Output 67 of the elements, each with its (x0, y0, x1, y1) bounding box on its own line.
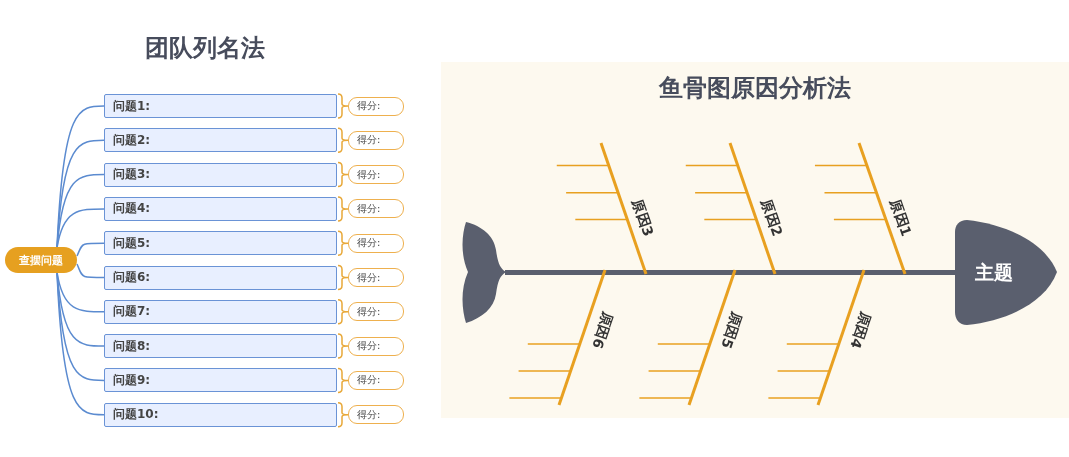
brace-connector (337, 161, 349, 188)
spine-line (505, 270, 956, 275)
score-pill (348, 268, 404, 287)
question-text: 问题2: (113, 131, 151, 149)
heading-label: 鱼骨图原因分析法 (657, 73, 852, 104)
question-box (104, 94, 337, 118)
score-text: 得分: (357, 304, 381, 319)
brace-connector (337, 367, 349, 394)
question-text: 问题7: (113, 303, 151, 321)
score-pill (348, 336, 404, 356)
cause-label: 原因5 (717, 308, 747, 353)
brace-connector (337, 264, 349, 291)
score-pill (348, 233, 404, 253)
score-text: 得分: (357, 201, 381, 216)
question-text: 问题3: (113, 166, 151, 184)
heading-label: 团队列名法 (144, 33, 266, 64)
score-pill (348, 370, 404, 390)
score-text: 得分: (357, 99, 381, 113)
brace-connector (337, 333, 349, 359)
question-box (104, 299, 337, 324)
question-box (104, 162, 337, 187)
branch-line (56, 208, 105, 249)
question-text: 问题6: (113, 269, 151, 286)
brace-connector (337, 196, 349, 222)
brace-connector (337, 127, 349, 154)
score-pill (348, 405, 404, 425)
branch-line (56, 173, 105, 249)
cause-label: 原因6 (588, 308, 618, 353)
question-box (104, 128, 337, 153)
cause-label: 原因3 (628, 196, 658, 241)
question-text: 问题10: (113, 406, 159, 424)
question-box (104, 231, 337, 256)
brace-connector (337, 401, 349, 428)
topic-pill (5, 247, 77, 273)
score-text: 得分: (357, 339, 381, 354)
brace-connector (337, 93, 349, 119)
question-box (104, 334, 337, 359)
score-text: 得分: (357, 270, 381, 285)
question-box (104, 196, 337, 221)
question-text: 问题9: (113, 371, 151, 389)
question-box (104, 265, 337, 290)
branch-line (76, 242, 105, 257)
score-pill (348, 165, 404, 185)
brace-connector (337, 230, 349, 256)
question-text: 问题5: (113, 234, 151, 252)
head-text: 主题 (975, 260, 1013, 285)
question-box (104, 402, 337, 427)
question-text: 问题1: (113, 97, 151, 115)
branch-line (76, 263, 105, 279)
cause-label: 原因4 (846, 308, 876, 353)
question-text: 问题4: (113, 200, 151, 218)
score-pill (348, 96, 404, 116)
score-text: 得分: (357, 373, 381, 388)
score-text: 得分: (357, 133, 381, 148)
cause-label: 原因2 (757, 196, 787, 241)
question-text: 问题8: (113, 337, 151, 355)
score-pill (348, 130, 404, 150)
question-box (104, 368, 337, 393)
branch-line (56, 271, 105, 416)
score-text: 得分: (357, 407, 381, 422)
brace-connector (337, 299, 349, 325)
score-pill (348, 199, 404, 219)
score-text: 得分: (357, 236, 381, 251)
score-text: 得分: (357, 167, 381, 182)
topic-text: 查摆问题 (19, 252, 63, 268)
cause-label: 原因1 (886, 196, 916, 241)
score-pill (348, 302, 404, 322)
